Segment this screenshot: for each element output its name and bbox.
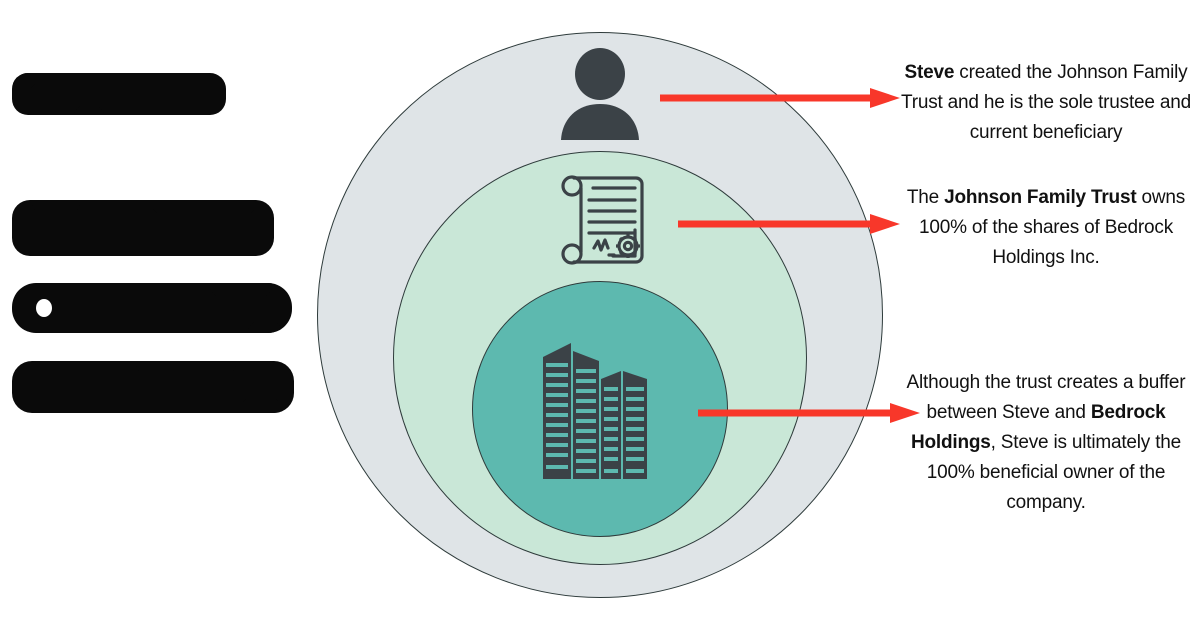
legend-line-4-redacted: [12, 361, 294, 413]
person-annotation-body: created the Johnson Family Trust and he …: [901, 62, 1191, 143]
company-annotation-body: , Steve is ultimately the 100% beneficia…: [926, 432, 1182, 513]
trust-annotation-lead: The: [906, 187, 945, 208]
inner-ring-company: [472, 281, 728, 537]
arrow-to-person-note: [660, 88, 900, 108]
trust-annotation-subject: Johnson Family Trust: [944, 187, 1137, 208]
company-annotation-subject: Bedrock Holdings: [910, 402, 1166, 453]
legend-block: [0, 55, 320, 413]
company-annotation: Although the trust creates a buffer betw…: [898, 368, 1194, 518]
person-annotation: Steve created the Johnson Family Trust a…: [898, 58, 1194, 148]
legend-line-3-counter: [36, 299, 52, 317]
legend-line-2-redacted: [12, 200, 274, 256]
legend-line-3-redacted: [12, 283, 292, 333]
arrow-to-trust-note: [678, 214, 900, 234]
certificate-scroll-icon: [552, 168, 658, 272]
company-annotation-lead: Although the trust creates a buffer betw…: [906, 372, 1186, 423]
arrow-to-company-note: [698, 403, 920, 423]
person-annotation-subject: Steve: [904, 62, 955, 83]
person-icon: [556, 48, 644, 140]
trust-annotation-body: owns 100% of the shares of Bedrock Holdi…: [918, 187, 1186, 268]
trust-annotation: The Johnson Family Trust owns 100% of th…: [898, 183, 1194, 273]
office-building-icon: [541, 339, 649, 481]
legend-line-1-redacted: [12, 73, 226, 115]
